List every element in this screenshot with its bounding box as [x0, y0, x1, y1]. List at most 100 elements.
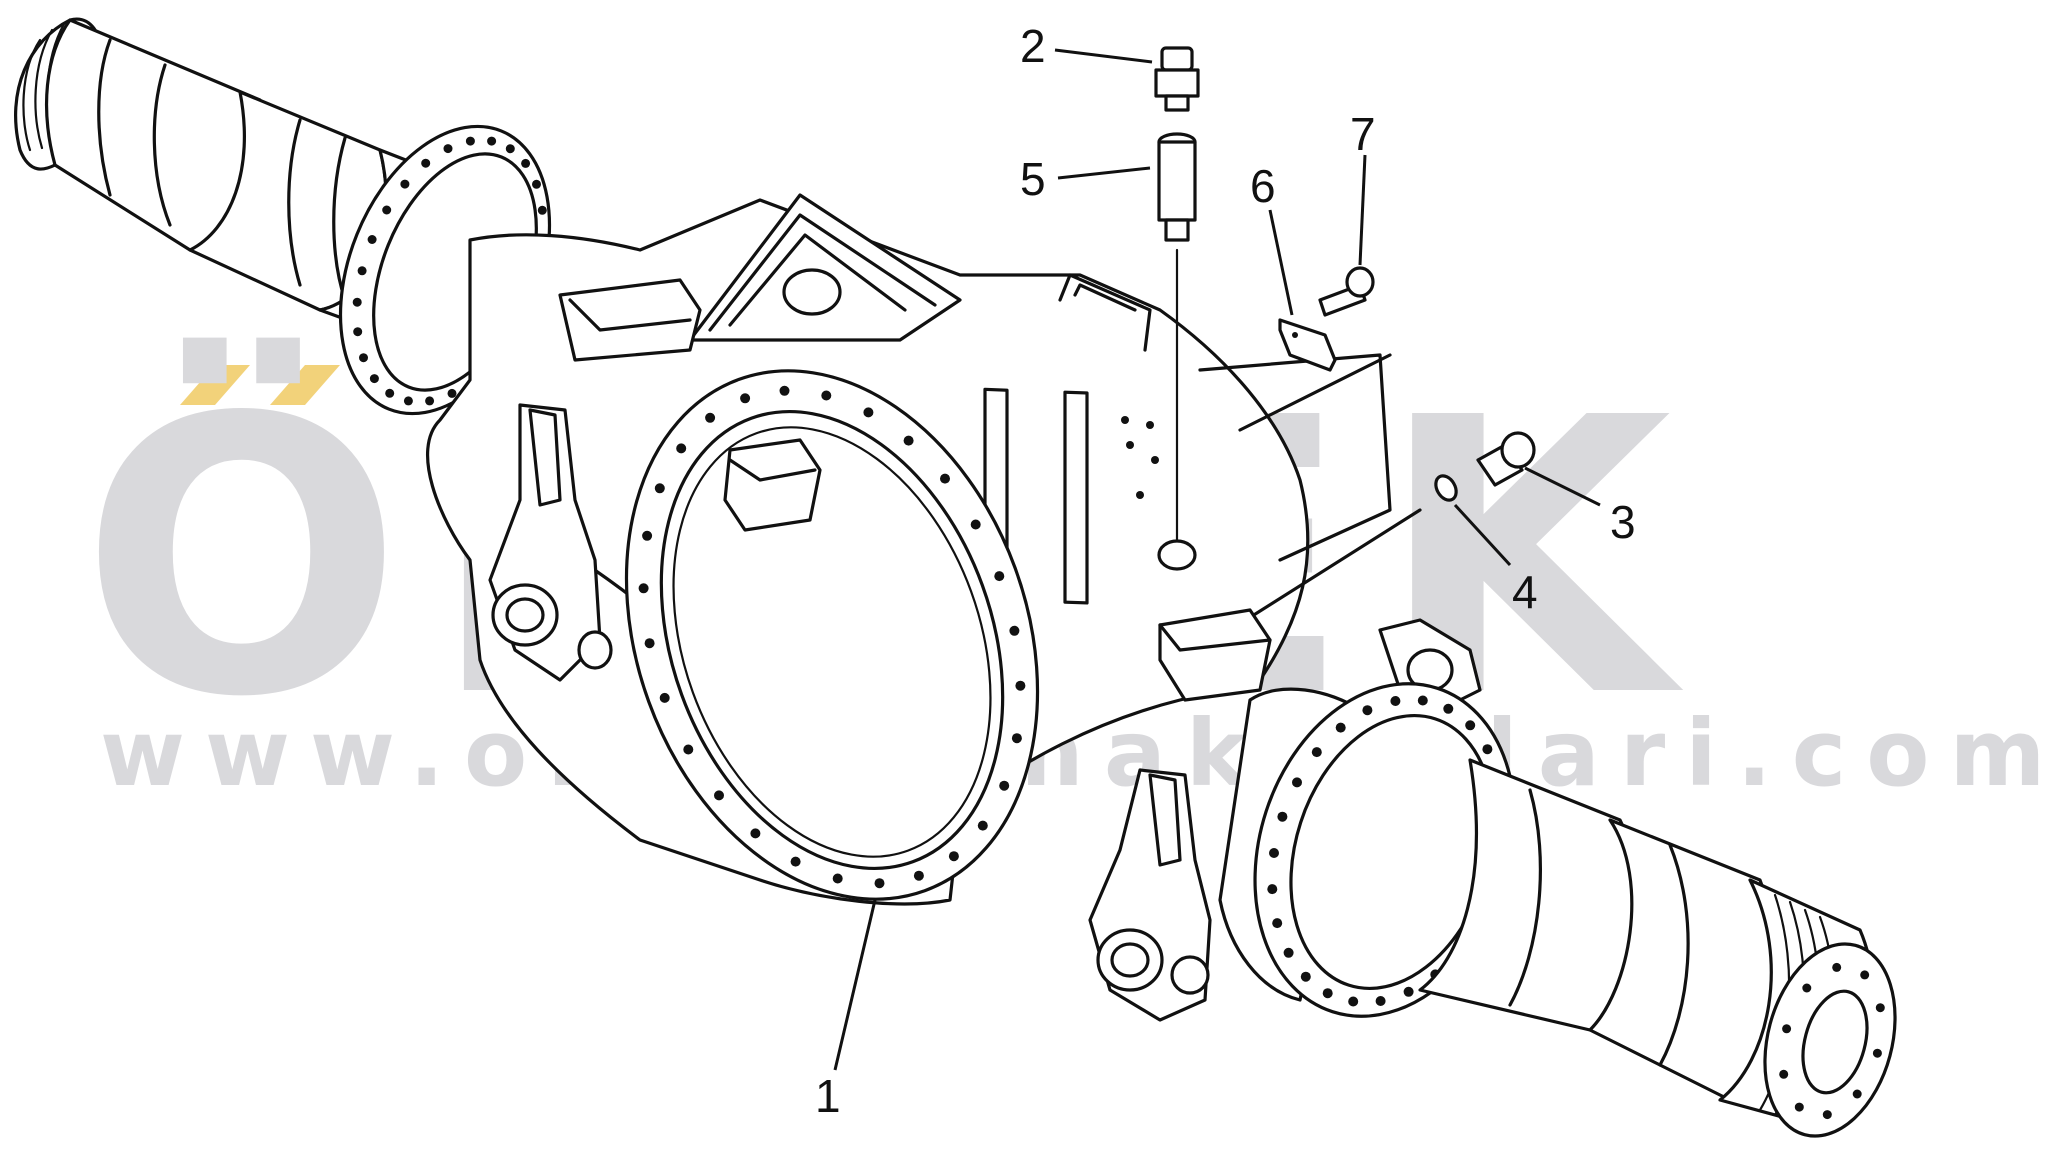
bolt-hole	[1782, 1024, 1792, 1034]
bolt-hole	[638, 583, 649, 594]
callout-6: 6	[1250, 160, 1276, 212]
bolt-hole	[1300, 971, 1311, 982]
bolt-hole	[1362, 705, 1373, 716]
bolt-hole	[465, 136, 475, 146]
part-4-o-ring	[1434, 474, 1458, 502]
bolt-hole	[447, 388, 457, 398]
bolt-hole	[357, 266, 367, 276]
bolt-hole	[403, 396, 413, 406]
bolt-hole	[676, 443, 687, 454]
bolt-hole	[913, 870, 924, 881]
bolt-hole	[740, 393, 751, 404]
bolt-hole	[659, 692, 670, 703]
bolt-hole	[977, 820, 988, 831]
right-flange	[1218, 682, 1517, 1018]
bolt-hole	[644, 638, 655, 649]
leader-5	[1057, 166, 1151, 180]
leader-4	[1453, 503, 1512, 567]
bolt-hole	[821, 390, 832, 401]
bolt-hole	[487, 136, 497, 146]
bolt-hole	[1802, 983, 1812, 993]
callout-labels: 2 5 6 7 3 4 1	[815, 20, 1636, 1122]
bolt-hole	[999, 780, 1010, 791]
bolt-hole	[1822, 1110, 1832, 1120]
bolt-hole	[863, 407, 874, 418]
bolt-hole	[1403, 986, 1414, 997]
bolt-hole	[1269, 848, 1279, 858]
bolt-hole	[359, 353, 368, 363]
bolt-hole	[1482, 744, 1493, 755]
bolt-hole	[352, 297, 362, 307]
bolt-hole	[832, 873, 843, 884]
bolt-hole	[400, 179, 410, 189]
bolt-hole	[1348, 996, 1359, 1007]
bolt-hole	[425, 396, 435, 406]
right-mounting-lug	[1088, 768, 1212, 1022]
bolt-hole	[790, 856, 801, 867]
part-7-bolt	[1318, 266, 1375, 317]
bolt-hole	[1311, 747, 1322, 758]
part-2-breather-cap	[1154, 46, 1200, 112]
bolt-hole	[1335, 722, 1346, 733]
bolt-hole	[1875, 1003, 1885, 1013]
bolt-hole	[1390, 696, 1401, 706]
bolt-hole	[1011, 733, 1022, 744]
bolt-hole	[1322, 988, 1333, 999]
watermark-accent-right	[270, 365, 340, 405]
bolt-hole	[369, 374, 379, 384]
bolt-hole	[705, 412, 716, 423]
bolt-hole	[421, 158, 431, 168]
bolt-hole	[1465, 720, 1476, 731]
callout-1: 1	[815, 1070, 841, 1122]
bolt-hole	[654, 483, 665, 494]
bolt-hole	[443, 144, 453, 154]
left-mounting-lug	[488, 403, 613, 682]
bolt-hole	[1292, 777, 1302, 788]
leader-7	[1358, 154, 1367, 266]
bolt-hole	[903, 435, 914, 446]
callout-5: 5	[1020, 153, 1046, 205]
bolt-hole	[1832, 962, 1842, 972]
leader-1	[833, 899, 877, 1071]
leader-3	[1524, 466, 1601, 507]
bolt-hole	[1794, 1102, 1804, 1112]
bolt-hole	[353, 327, 363, 337]
bolt-hole	[948, 851, 959, 862]
part-5-extension-pipe	[1157, 132, 1197, 571]
bolt-hole	[521, 158, 531, 168]
bolt-hole	[874, 878, 885, 889]
bolt-hole	[505, 144, 515, 154]
bolt-hole	[1860, 970, 1870, 980]
bolt-hole	[367, 235, 377, 244]
bolt-hole	[1375, 996, 1386, 1006]
bolt-hole	[1015, 680, 1026, 691]
bolt-hole	[385, 388, 395, 398]
bolt-hole	[1779, 1069, 1789, 1079]
bolt-hole	[750, 828, 761, 839]
bolt-hole	[382, 205, 392, 215]
bolt-hole	[994, 571, 1005, 582]
bolt-hole	[1283, 947, 1294, 958]
callout-leaders	[833, 48, 1601, 1071]
part-3-plug	[1476, 431, 1536, 487]
bolt-hole	[779, 385, 790, 396]
watermark-accent-left	[180, 365, 250, 405]
bolt-hole	[1872, 1048, 1882, 1058]
bolt-hole	[532, 179, 541, 189]
bolt-hole	[683, 744, 694, 755]
bolt-hole	[1852, 1089, 1862, 1099]
bolt-hole	[1277, 811, 1288, 822]
bolt-hole	[970, 519, 981, 530]
callout-7: 7	[1350, 108, 1376, 160]
bolt-hole	[1272, 918, 1283, 929]
bolt-hole	[1267, 884, 1278, 895]
bolt-hole	[714, 790, 724, 801]
leader-6	[1268, 209, 1294, 316]
front-ring-flange	[624, 369, 1040, 901]
right-axle-tube	[1418, 758, 1897, 1138]
callout-3: 3	[1610, 496, 1636, 548]
bolt-hole	[1009, 625, 1020, 636]
callout-4: 4	[1512, 566, 1538, 618]
bolt-hole	[1417, 695, 1428, 706]
